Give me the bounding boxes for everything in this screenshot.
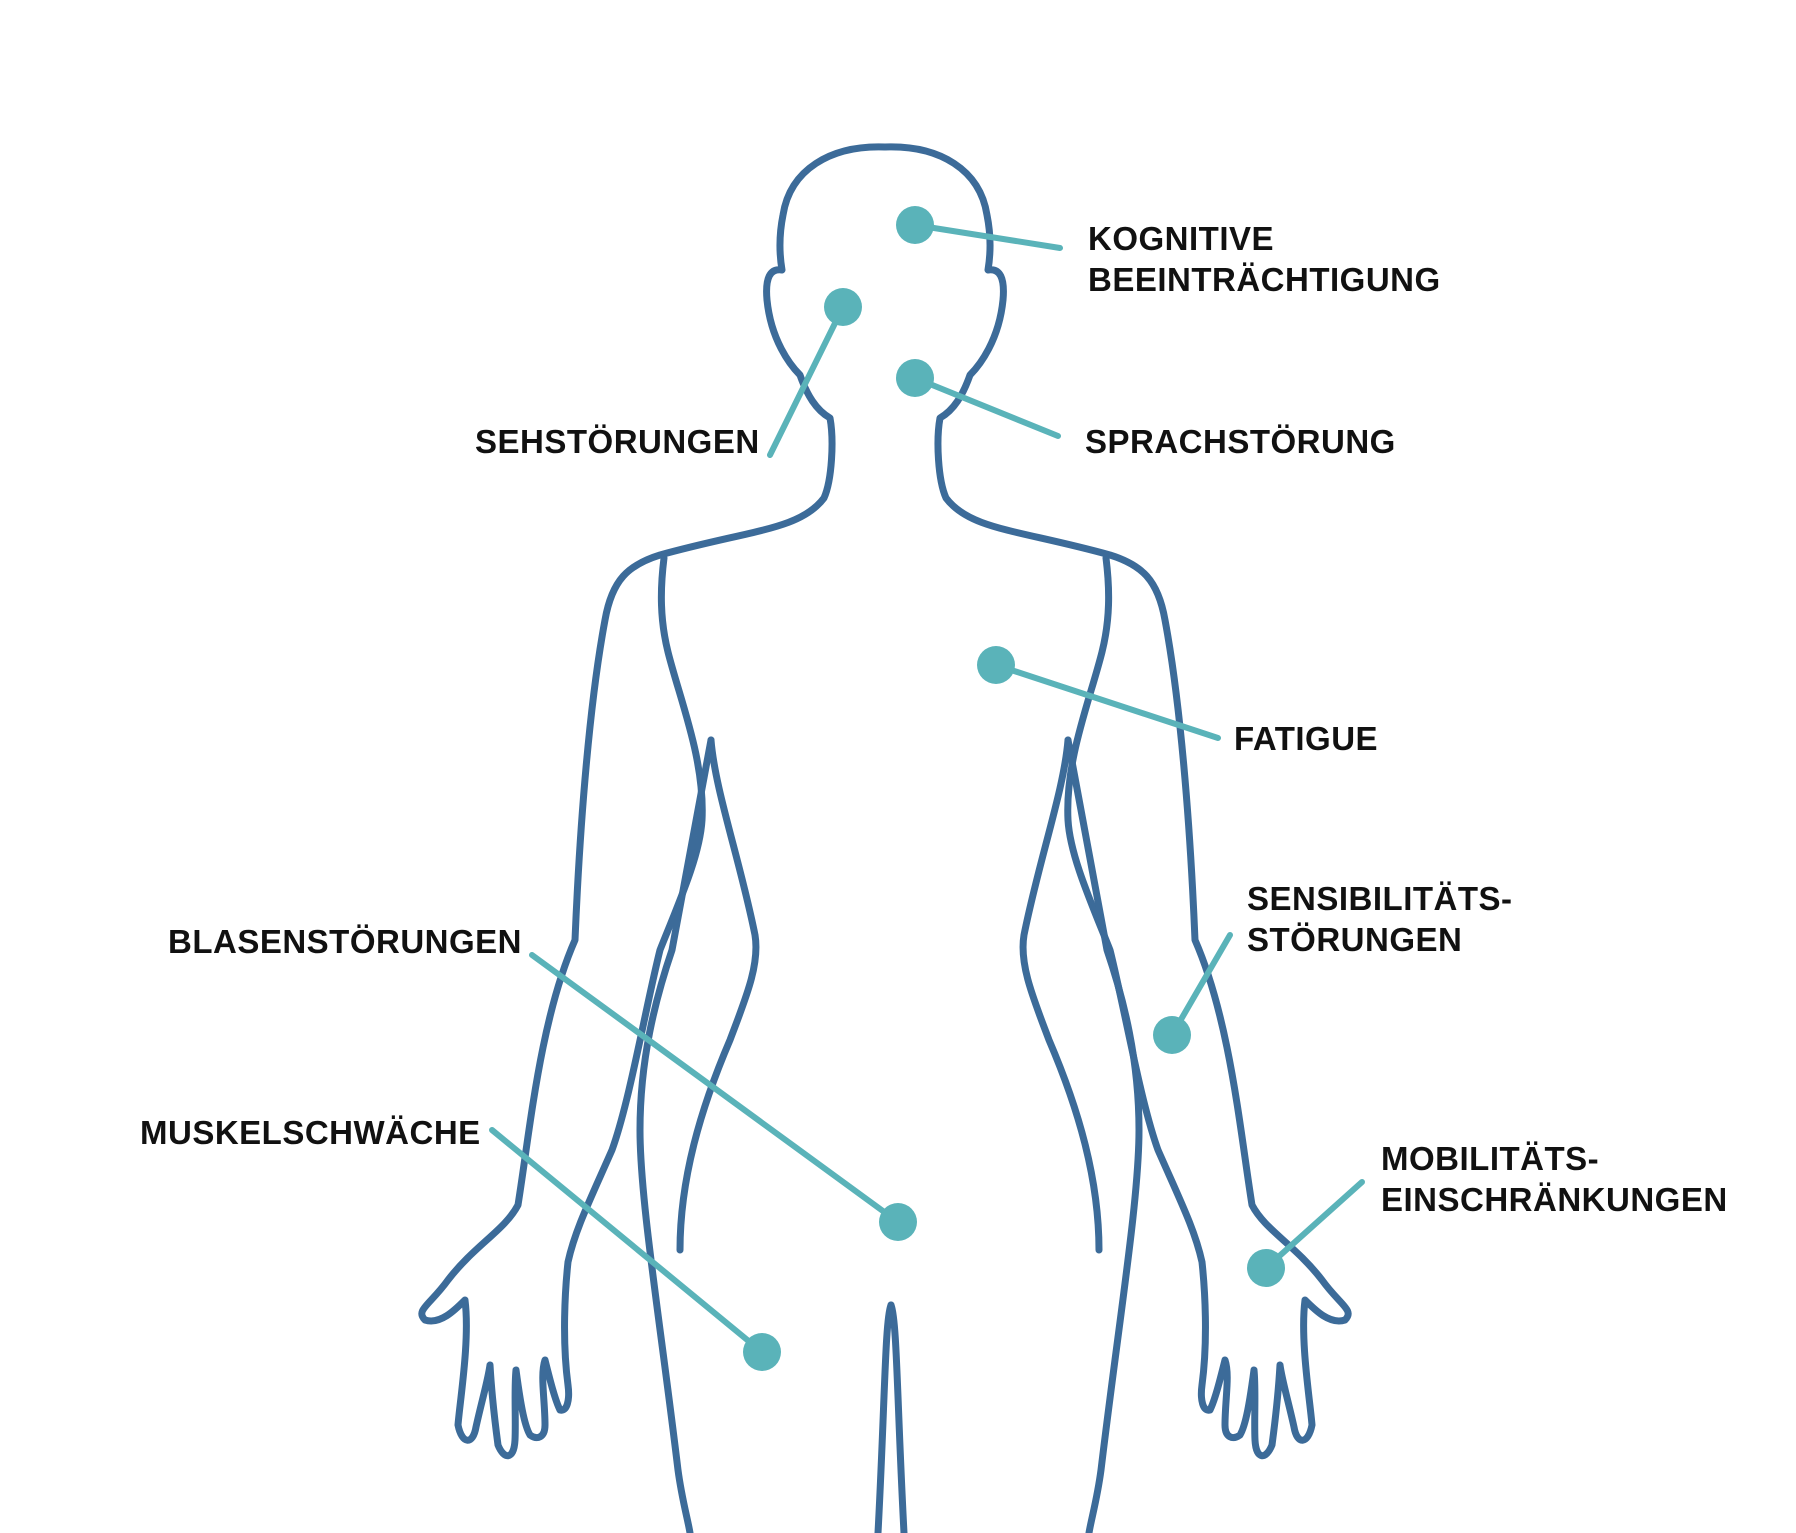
leader-fatigue bbox=[993, 662, 1221, 741]
inner-leg-right bbox=[887, 1301, 908, 1533]
leader-muskelschwaeche bbox=[489, 1127, 765, 1355]
leader-mobilitaet bbox=[1263, 1179, 1365, 1271]
label-sprachstoerung: SPRACHSTÖRUNG bbox=[1085, 421, 1396, 462]
marker-blasenstoerungen bbox=[879, 1203, 917, 1241]
label-mobilitaet: MOBILITÄTS- EINSCHRÄNKUNGEN bbox=[1381, 1138, 1728, 1220]
label-sensibilitaet: SENSIBILITÄTS- STÖRUNGEN bbox=[1247, 878, 1513, 960]
label-mobilitaet-line-1: MOBILITÄTS- bbox=[1381, 1140, 1600, 1177]
label-sprachstoerung-line-1: SPRACHSTÖRUNG bbox=[1085, 423, 1396, 460]
label-kognitive-line-1: KOGNITIVE bbox=[1088, 220, 1275, 257]
leader-sehstoerungen bbox=[767, 304, 846, 458]
body-outline-right bbox=[881, 143, 1352, 1460]
body-outline bbox=[418, 143, 1352, 1533]
marker-mobilitaet bbox=[1247, 1249, 1285, 1287]
label-sehstoerungen: SEHSTÖRUNGEN bbox=[475, 421, 760, 462]
label-kognitive: KOGNITIVE BEEINTRÄCHTIGUNG bbox=[1088, 218, 1441, 300]
torso-left-side bbox=[636, 736, 715, 1533]
leader-blasenstoerungen bbox=[529, 952, 901, 1225]
body-outline-left bbox=[418, 143, 889, 1460]
marker-muskelschwaeche bbox=[743, 1333, 781, 1371]
inner-leg-left bbox=[874, 1301, 895, 1533]
marker-sehstoerungen bbox=[824, 288, 862, 326]
label-sensibilitaet-line-2: STÖRUNGEN bbox=[1247, 921, 1463, 958]
label-sensibilitaet-line-1: SENSIBILITÄTS- bbox=[1247, 880, 1513, 917]
label-blasenstoerungen-line-1: BLASENSTÖRUNGEN bbox=[168, 923, 523, 960]
torso-right-waist bbox=[1019, 736, 1103, 1254]
label-kognitive-line-2: BEEINTRÄCHTIGUNG bbox=[1088, 261, 1441, 298]
leader-sprachstoerung bbox=[912, 375, 1061, 439]
label-muskelschwaeche-line-1: MUSKELSCHWÄCHE bbox=[140, 1114, 481, 1151]
label-blasenstoerungen: BLASENSTÖRUNGEN bbox=[168, 921, 522, 962]
label-mobilitaet-line-2: EINSCHRÄNKUNGEN bbox=[1381, 1181, 1728, 1218]
marker-sprachstoerung bbox=[896, 359, 934, 397]
torso-left-waist bbox=[676, 736, 760, 1254]
label-muskelschwaeche: MUSKELSCHWÄCHE bbox=[140, 1112, 481, 1153]
leader-sensibilitaet bbox=[1169, 932, 1233, 1038]
label-fatigue: FATIGUE bbox=[1234, 718, 1378, 759]
marker-kognitive bbox=[896, 206, 934, 244]
torso-right-side bbox=[1064, 736, 1143, 1533]
marker-sensibilitaet bbox=[1153, 1016, 1191, 1054]
label-fatigue-line-1: FATIGUE bbox=[1234, 720, 1379, 757]
label-sehstoerungen-line-1: SEHSTÖRUNGEN bbox=[475, 423, 760, 460]
symptom-markers bbox=[489, 206, 1365, 1371]
leader-kognitive bbox=[912, 222, 1063, 251]
marker-fatigue bbox=[977, 646, 1015, 684]
